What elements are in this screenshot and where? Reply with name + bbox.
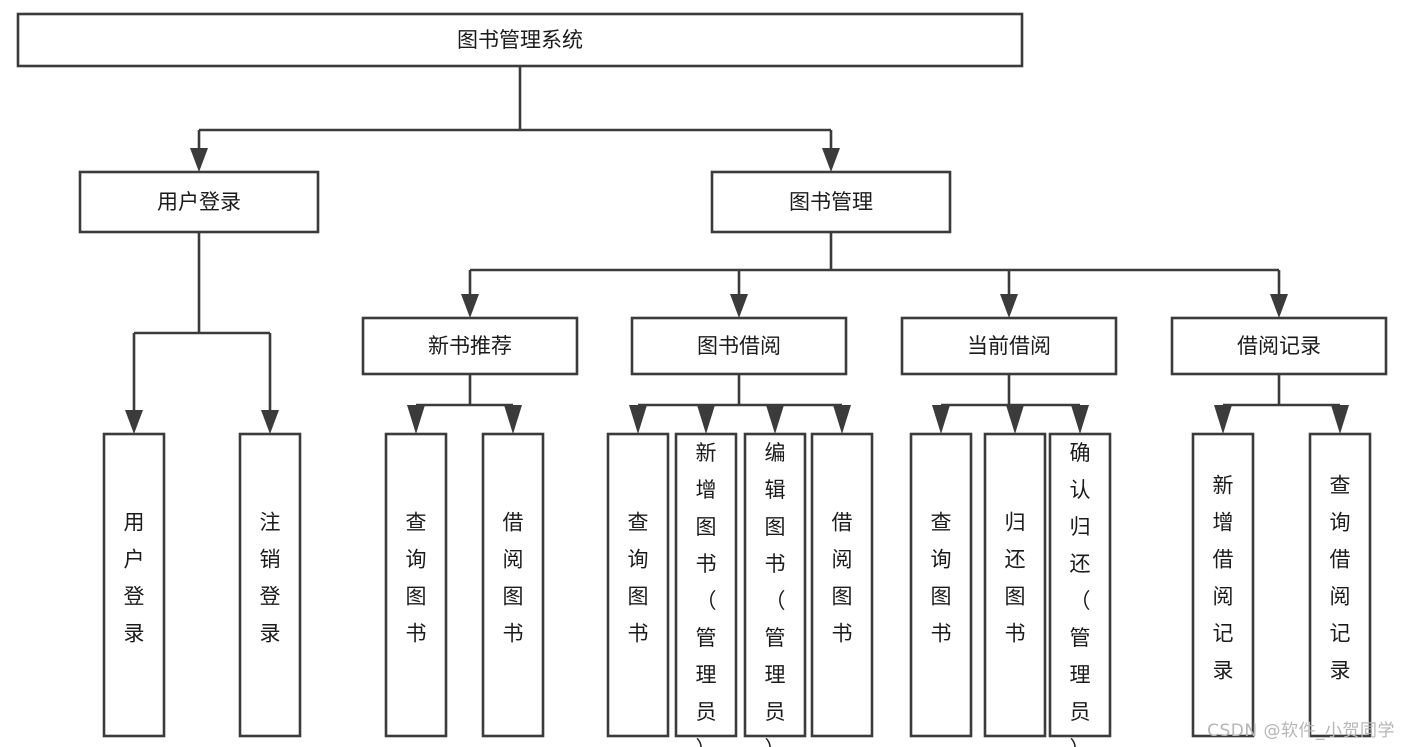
node-leaf-cb-confirm-return[interactable]: 确认归还（管理员） <box>1048 432 1112 747</box>
node-box-leaf-bb-borrow-book[interactable] <box>810 432 874 738</box>
node-box-leaf-cb-query[interactable] <box>909 432 973 738</box>
node-box-book-management[interactable] <box>710 170 952 234</box>
arrow-head-user-login <box>190 148 208 172</box>
arrow-head-leaf-user-login <box>125 410 143 434</box>
node-label-new-book-recommend: 新书推荐 <box>428 334 512 358</box>
node-label-leaf-cb-return: 归还图书 <box>1005 511 1026 646</box>
node-label-leaf-user-login: 用户登录 <box>124 511 145 646</box>
node-box-user-login[interactable] <box>78 170 320 234</box>
node-box-leaf-br-add-record[interactable] <box>1191 432 1255 738</box>
arrow-head-br-query <box>1331 405 1349 434</box>
node-label-leaf-br-add-record: 新增借阅记录 <box>1213 474 1234 683</box>
arrow-head-leaf-logout <box>261 410 279 434</box>
node-root-system[interactable]: 图书管理系统 <box>16 12 1024 68</box>
node-label-leaf-cb-query: 查询图书 <box>931 511 952 646</box>
arrow-head-newbook-query <box>407 405 425 434</box>
node-label-leaf-newbook-query: 查询图书 <box>406 511 427 646</box>
csdn-watermark: CSDN @软件_小贺同学 <box>1207 721 1395 741</box>
arrow-head-book-borrow <box>730 294 748 318</box>
arrow-head-borrow-record <box>1270 294 1288 318</box>
node-current-borrow[interactable]: 当前借阅 <box>900 316 1118 376</box>
arrow-head-newbook-borrow <box>504 405 522 434</box>
arrow-head-cb-query <box>932 405 950 434</box>
node-leaf-newbook-borrow[interactable]: 借阅图书 <box>481 432 545 738</box>
node-label-leaf-newbook-borrow: 借阅图书 <box>503 511 524 646</box>
node-user-login[interactable]: 用户登录 <box>78 170 320 234</box>
node-box-leaf-cb-return[interactable] <box>983 432 1047 738</box>
node-box-leaf-cb-confirm-return[interactable] <box>1048 432 1112 738</box>
node-label-leaf-bb-edit-book: 编辑图书（管理员） <box>765 441 786 747</box>
node-leaf-cb-return[interactable]: 归还图书 <box>983 432 1047 738</box>
arrow-head-br-add <box>1214 405 1232 434</box>
node-leaf-newbook-query[interactable]: 查询图书 <box>384 432 448 738</box>
arrow-head-bb-add <box>697 405 715 434</box>
node-label-leaf-bb-add-book: 新增图书（管理员） <box>696 441 717 747</box>
node-box-leaf-br-query-record[interactable] <box>1308 432 1372 738</box>
node-new-book-recommend[interactable]: 新书推荐 <box>361 316 579 376</box>
arrow-head-new-book <box>461 294 479 318</box>
node-borrow-record[interactable]: 借阅记录 <box>1170 316 1388 376</box>
node-label-leaf-logout: 注销登录 <box>260 511 281 646</box>
node-layer: 图书管理系统 用户登录 图书管理 新书推荐 图书借阅 当前 <box>16 12 1388 747</box>
arrow-head-cb-confirm <box>1071 405 1089 434</box>
node-label-book-borrow: 图书借阅 <box>697 334 781 358</box>
arrow-head-bb-query <box>629 405 647 434</box>
node-box-leaf-bb-edit-book[interactable] <box>743 432 807 738</box>
node-box-borrow-record[interactable] <box>1170 316 1388 376</box>
arrow-head-bb-edit <box>766 405 784 434</box>
node-box-book-borrow[interactable] <box>630 316 848 376</box>
node-box-leaf-newbook-borrow[interactable] <box>481 432 545 738</box>
node-box-current-borrow[interactable] <box>900 316 1118 376</box>
node-label-book-management: 图书管理 <box>789 190 873 214</box>
node-box-leaf-logout[interactable] <box>238 432 302 738</box>
node-leaf-logout[interactable]: 注销登录 <box>238 432 302 738</box>
node-box-new-book-recommend[interactable] <box>361 316 579 376</box>
connector-layer <box>125 66 1349 434</box>
node-box-leaf-newbook-query[interactable] <box>384 432 448 738</box>
node-book-management[interactable]: 图书管理 <box>710 170 952 234</box>
node-label-leaf-cb-confirm-return: 确认归还（管理员） <box>1070 441 1091 747</box>
arrow-head-cb-return <box>1006 405 1024 434</box>
node-box-leaf-bb-add-book[interactable] <box>674 432 738 738</box>
node-leaf-bb-borrow-book[interactable]: 借阅图书 <box>810 432 874 738</box>
arrow-head-current-borrow <box>1000 294 1018 318</box>
arrow-head-book-mgmt <box>822 148 840 172</box>
node-box-root[interactable] <box>16 12 1024 68</box>
node-label-current-borrow: 当前借阅 <box>967 334 1051 358</box>
node-leaf-br-query-record[interactable]: 查询借阅记录 <box>1308 432 1372 738</box>
node-leaf-bb-add-book[interactable]: 新增图书（管理员） <box>674 432 738 747</box>
node-box-leaf-bb-query[interactable] <box>606 432 670 738</box>
node-leaf-bb-edit-book[interactable]: 编辑图书（管理员） <box>743 432 807 747</box>
node-book-borrow[interactable]: 图书借阅 <box>630 316 848 376</box>
node-label-borrow-record: 借阅记录 <box>1237 334 1321 358</box>
node-leaf-bb-query[interactable]: 查询图书 <box>606 432 670 738</box>
node-label-leaf-bb-borrow-book: 借阅图书 <box>832 511 853 646</box>
node-label-leaf-br-query-record: 查询借阅记录 <box>1330 474 1351 683</box>
node-label-root: 图书管理系统 <box>457 28 583 52</box>
node-leaf-br-add-record[interactable]: 新增借阅记录 <box>1191 432 1255 738</box>
node-leaf-cb-query[interactable]: 查询图书 <box>909 432 973 738</box>
arrow-head-bb-borrow <box>833 405 851 434</box>
node-label-user-login: 用户登录 <box>157 190 241 214</box>
node-label-leaf-bb-query: 查询图书 <box>628 511 649 646</box>
node-leaf-user-login[interactable]: 用户登录 <box>102 432 166 738</box>
node-box-leaf-user-login[interactable] <box>102 432 166 738</box>
